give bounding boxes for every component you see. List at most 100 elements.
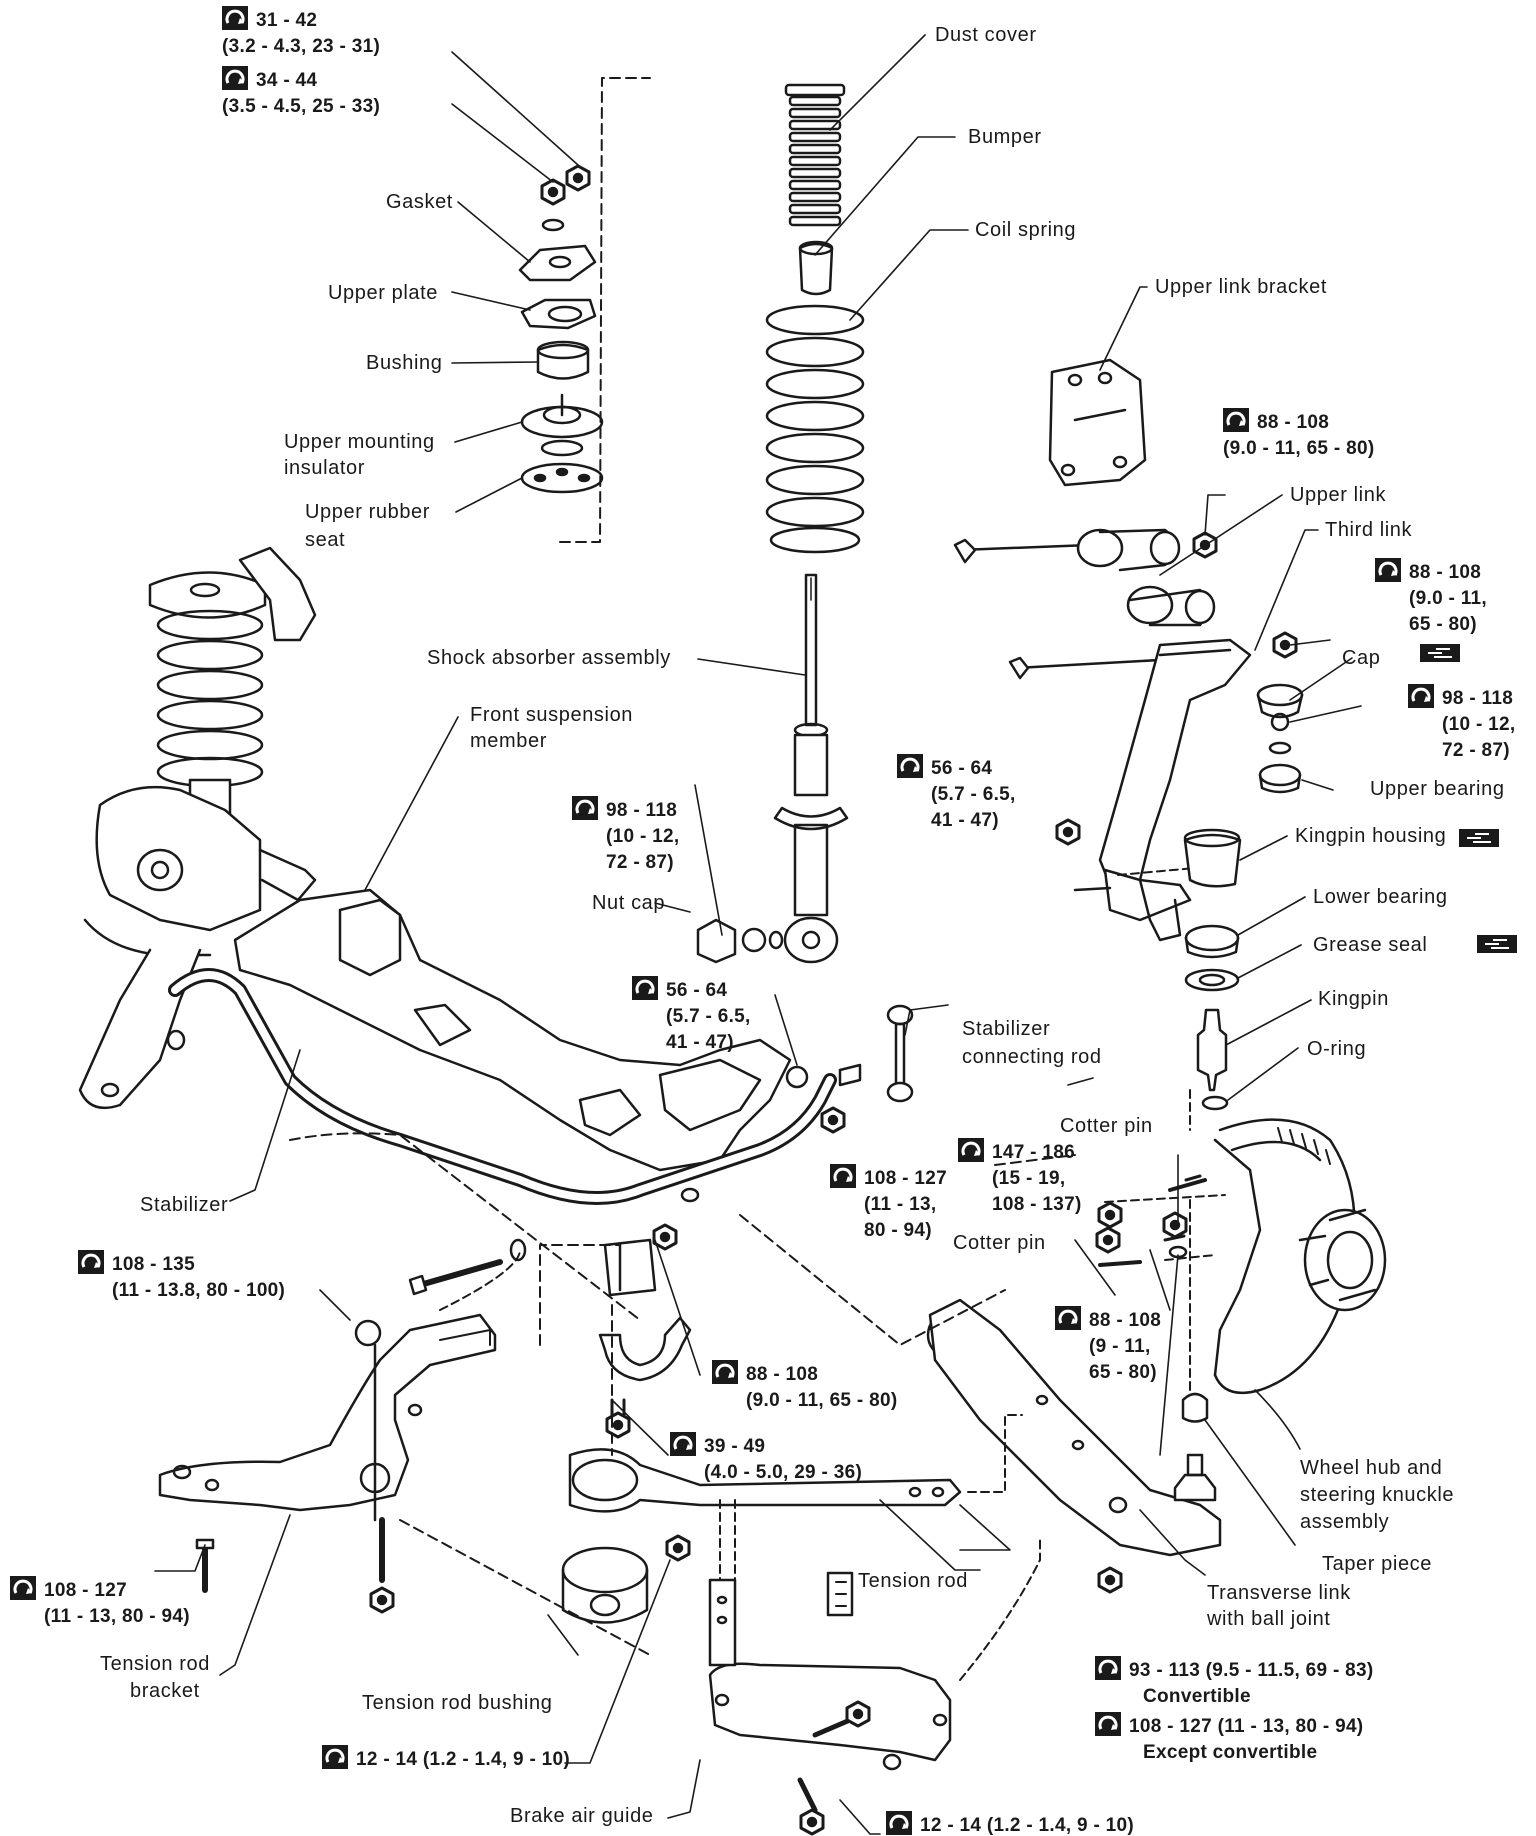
stabilizer-bushing-clamp [598,1223,692,1439]
torque-spec-16: 93 - 113 (9.5 - 11.5, 69 - 83) Convertib… [1095,1656,1374,1710]
torque-wrench-icon [1408,684,1434,708]
torque-spec-5: 98 - 118 (10 - 12, 72 - 87) [1408,684,1515,764]
torque-wrench-icon [1375,558,1401,582]
taper-piece-part [1181,1392,1209,1423]
label-nut-cap: Nut cap [592,892,666,914]
torque-wrench-icon [632,976,658,1000]
label-o-ring: O-ring [1307,1038,1367,1060]
label-upper-rubber-seat-2: seat [305,529,346,551]
label-wheel-hub-2: steering knuckle [1300,1484,1455,1506]
torque-wrench-icon [78,1250,104,1274]
bumper-part [798,240,834,296]
torque-wrench-icon [572,796,598,820]
torque-spec-2: 34 - 44 (3.5 - 4.5, 25 - 33) [222,66,380,120]
label-brake-air-guide: Brake air guide [510,1805,654,1827]
long-bolt-part [408,1238,527,1311]
torque-spec-6: 56 - 64 (5.7 - 6.5, 41 - 47) [897,754,1016,834]
o-ring-part [1201,1095,1229,1111]
label-tension-rod-bracket-2: bracket [130,1680,200,1702]
coil-spring-part [765,304,865,554]
label-taper-piece: Taper piece [1322,1553,1432,1575]
label-lower-bearing: Lower bearing [1313,886,1448,908]
torque-wrench-icon [1095,1656,1121,1680]
leader-lines [154,34,1362,1835]
label-tension-rod: Tension rod [858,1570,968,1592]
torque-wrench-icon [958,1138,984,1162]
torque-wrench-icon [222,6,248,30]
torque-spec-12: 88 - 108 (9 - 11, 65 - 80) [1055,1306,1161,1386]
label-transverse-link-2: with ball joint [1207,1608,1331,1630]
label-cotter-pin-2: Cotter pin [953,1232,1046,1254]
torque-wrench-icon [322,1745,348,1769]
label-stabilizer: Stabilizer [140,1194,229,1216]
label-kingpin-housing: Kingpin housing [1295,825,1447,847]
label-bumper: Bumper [968,126,1042,148]
wheel-hub-knuckle-part [1163,1118,1387,1395]
torque-spec-15: 108 - 127 (11 - 13, 80 - 94) [10,1576,190,1630]
torque-wrench-icon [1055,1306,1081,1330]
upper-plate-part [520,298,597,330]
mount-nut-1 [565,164,591,192]
third-link-part [1008,631,1298,942]
nut-cap-part [696,918,784,964]
label-cotter-pin-1: Cotter pin [1060,1115,1153,1137]
torque-spec-19: 12 - 14 (1.2 - 1.4, 9 - 10) [886,1811,1134,1836]
label-upper-mounting-insulator-1: Upper mounting [284,431,435,453]
torque-wrench-icon [10,1576,36,1600]
tension-rod-bushing-part [561,1546,649,1594]
label-cap: Cap [1342,647,1381,669]
sealant-apply-icon [1477,935,1517,953]
torque-spec-10: 108 - 127 (11 - 13, 80 - 94) [830,1164,947,1244]
upper-bearing-part [1258,763,1302,787]
assembly-guide-lines [289,1132,1076,1656]
label-stabilizer-connecting-rod-2: connecting rod [962,1046,1102,1068]
label-front-suspension-member-2: member [470,730,547,752]
label-dust-cover: Dust cover [935,24,1037,46]
washer [541,218,565,232]
label-grease-seal: Grease seal [1313,934,1428,956]
label-upper-plate: Upper plate [328,282,438,304]
torque-spec-13: 88 - 108 (9.0 - 11, 65 - 80) [712,1360,897,1414]
shock-absorber-part [773,573,849,964]
tension-rod-part [561,1414,1023,1624]
torque-spec-7: 98 - 118 (10 - 12, 72 - 87) [572,796,679,876]
mount-nut-2 [540,178,566,206]
label-tension-rod-bushing: Tension rod bushing [362,1692,553,1714]
front-suspension-member-part [233,888,792,1203]
stabilizer-connecting-rod-part [785,1004,914,1134]
label-tension-rod-bracket-1: Tension rod [100,1653,210,1675]
torque-wrench-icon [1095,1712,1121,1736]
label-wheel-hub-1: Wheel hub and [1300,1457,1443,1479]
torque-wrench-icon [712,1360,738,1384]
torque-spec-18: 12 - 14 (1.2 - 1.4, 9 - 10) [322,1745,570,1773]
lower-bearing-part [1184,924,1240,952]
torque-spec-9: 147 - 186 (15 - 19, 108 - 137) [958,1138,1082,1218]
label-upper-bearing: Upper bearing [1370,778,1505,800]
torque-spec-1: 31 - 42 (3.2 - 4.3, 23 - 31) [222,6,380,60]
grease-seal-part [1184,968,1240,992]
label-front-suspension-member-1: Front suspension [470,704,634,726]
kingpin-part [1196,1008,1228,1092]
torque-wrench-icon [670,1432,696,1456]
label-upper-mounting-insulator-2: insulator [284,457,365,479]
label-stabilizer-connecting-rod-1: Stabilizer [962,1018,1051,1040]
label-shock-absorber-assembly: Shock absorber assembly [427,647,671,669]
brake-air-guide-part [665,1499,1123,1836]
transverse-link-part [926,1089,1222,1557]
stabilizer-bar-part [168,968,837,1205]
label-coil-spring: Coil spring [975,219,1077,241]
gasket-part [518,244,597,282]
label-upper-link: Upper link [1290,484,1387,506]
torque-wrench-icon [830,1164,856,1188]
torque-wrench-icon [897,754,923,778]
torque-spec-3: 88 - 108 (9.0 - 11, 65 - 80) [1223,408,1374,462]
torque-wrench-icon [886,1811,912,1835]
label-bushing: Bushing [366,352,443,374]
cap-part [1256,683,1304,707]
torque-spec-11: 108 - 135 (11 - 13.8, 80 - 100) [78,1250,285,1304]
tension-rod-bracket-part [158,1313,497,1614]
label-upper-rubber-seat-1: Upper rubber [305,501,431,523]
label-upper-link-bracket: Upper link bracket [1155,276,1327,298]
